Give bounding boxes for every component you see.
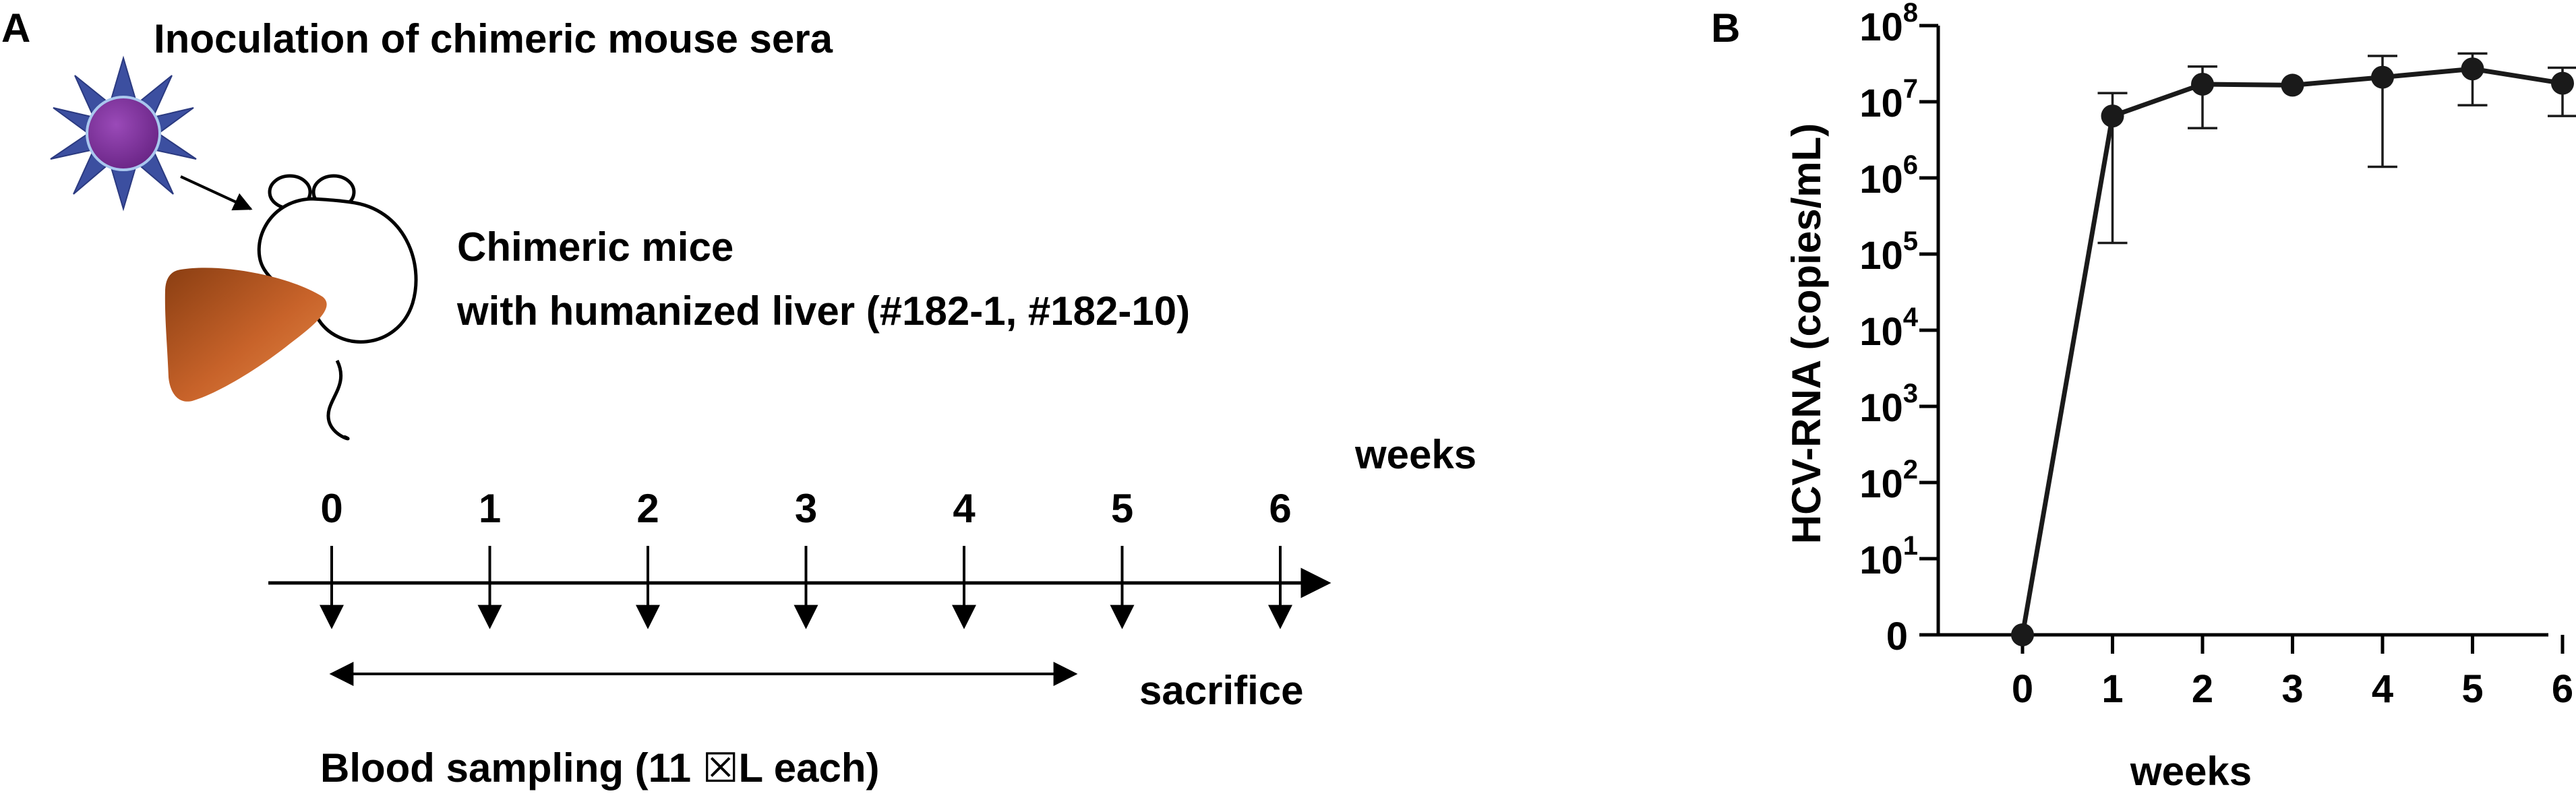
x-axis-ticks: 0 1 2 3 4 5 6 — [2012, 635, 2573, 711]
panel-a: A Inoculation of chimeric mouse sera Chi… — [1, 5, 1476, 790]
x-tick-label: 0 — [2012, 667, 2033, 711]
y-tick-label: 103 — [1859, 379, 1918, 430]
data-point — [2461, 57, 2484, 81]
data-points — [2011, 57, 2574, 646]
y-tick-label: 104 — [1859, 303, 1919, 354]
data-point — [2011, 623, 2034, 646]
y-tick-label: 0 — [1886, 615, 1908, 658]
y-tick-label: 107 — [1859, 74, 1918, 125]
timeline-tick-label: 4 — [953, 486, 976, 531]
liver-icon — [164, 268, 327, 402]
timeline-tick-label: 2 — [636, 486, 659, 531]
data-point — [2101, 104, 2124, 128]
y-tick-label: 106 — [1859, 150, 1918, 202]
timeline-tick-label: 0 — [320, 486, 342, 531]
mice-description-line2: with humanized liver (#182-1, #182-10) — [456, 288, 1190, 334]
x-tick-label: 4 — [2372, 667, 2393, 711]
x-tick-label: 6 — [2552, 667, 2573, 711]
timeline-tick-label: 1 — [479, 486, 501, 531]
sacrifice-label: sacrifice — [1139, 668, 1304, 713]
timeline-tick-label: 3 — [795, 486, 817, 531]
data-point — [2551, 71, 2574, 95]
y-axis-ticks: 0 101 102 103 104 105 106 107 108 — [1859, 0, 1938, 658]
mouse-icon — [257, 174, 418, 441]
x-tick-label: 5 — [2461, 667, 2483, 711]
series-line — [2020, 66, 2563, 636]
inoculation-arrow — [180, 175, 253, 211]
y-tick-label: 108 — [1859, 0, 1918, 49]
x-tick-label: 3 — [2281, 667, 2303, 711]
panel-a-title: Inoculation of chimeric mouse sera — [154, 16, 833, 61]
mice-description-line1: Chimeric mice — [457, 224, 733, 270]
blood-sampling-label: Blood sampling (11 ☒L each) — [320, 745, 880, 790]
timeline-tick-label: 6 — [1269, 486, 1291, 531]
y-axis-title: HCV-RNA (copies/mL) — [1784, 123, 1829, 545]
timeline-ticks: 0 1 2 3 4 5 6 — [320, 486, 1292, 629]
panel-b: B HCV-RNA (copies/mL) weeks 010110210310… — [1711, 0, 2576, 794]
timeline-weeks-label: weeks — [1354, 432, 1476, 477]
panel-a-label: A — [1, 5, 30, 51]
x-tick-label: 1 — [2101, 667, 2123, 711]
series-line-group — [2020, 66, 2563, 636]
data-point — [2371, 65, 2394, 89]
y-tick-label: 105 — [1859, 226, 1918, 278]
data-point — [2281, 73, 2304, 97]
y-tick-label: 102 — [1859, 455, 1918, 506]
chart-axes — [1936, 26, 2548, 637]
data-point — [2191, 72, 2214, 96]
virus-icon — [50, 55, 197, 212]
y-tick-label: 101 — [1859, 531, 1918, 582]
x-tick-label: 2 — [2192, 667, 2213, 711]
panel-b-label: B — [1711, 5, 1740, 51]
timeline-tick-label: 5 — [1111, 486, 1133, 531]
x-axis-title: weeks — [2130, 749, 2252, 794]
